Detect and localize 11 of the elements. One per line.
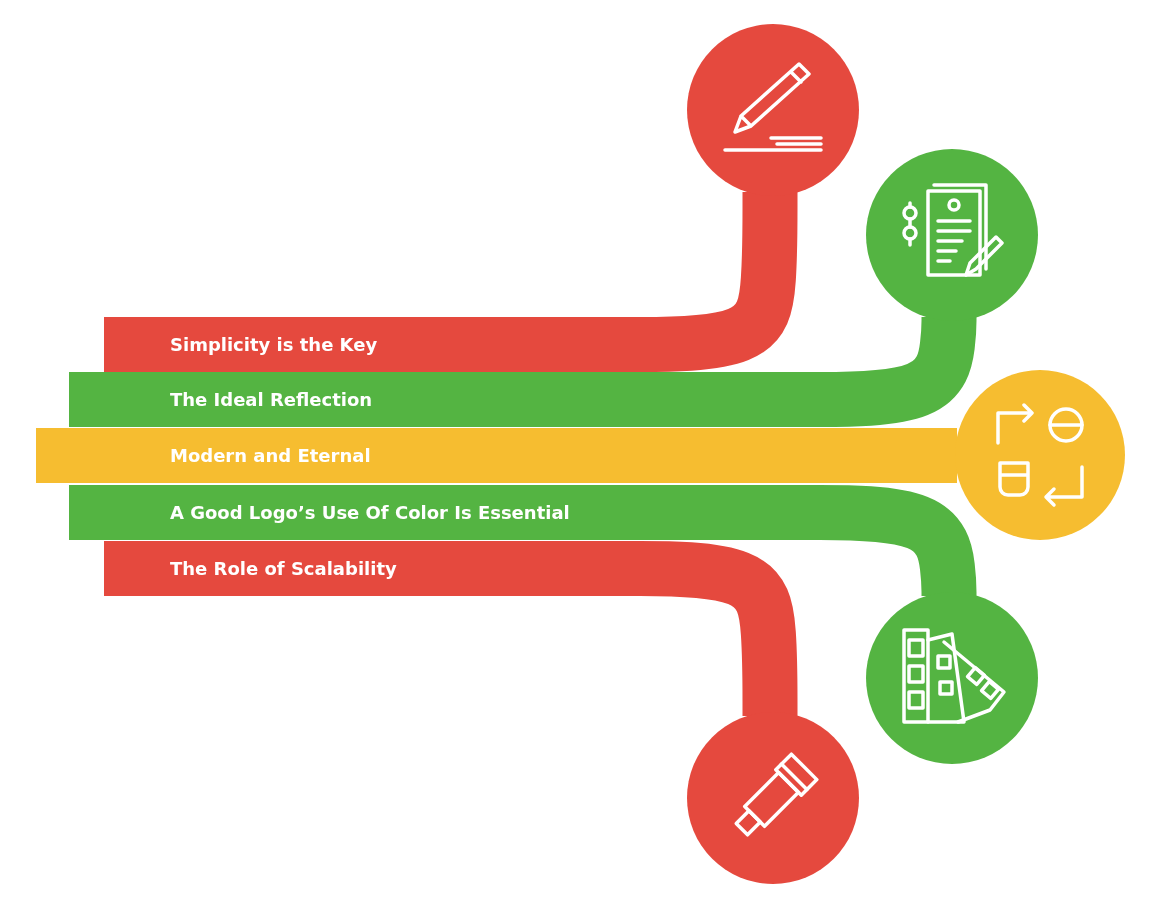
ribbon-connector [600, 428, 957, 483]
ribbon-band [104, 541, 600, 596]
band-label: Simplicity is the Key [170, 334, 378, 355]
band-label: A Good Logo’s Use Of Color Is Essential [170, 502, 570, 523]
band-label: The Ideal Reflection [170, 389, 373, 410]
ribbon-band [36, 428, 600, 483]
ribbon-band [104, 317, 600, 372]
band-label: Modern and Eternal [170, 445, 371, 466]
ribbon-band [69, 485, 600, 540]
band-label: The Role of Scalability [170, 558, 397, 579]
ribbon-band [69, 372, 600, 427]
